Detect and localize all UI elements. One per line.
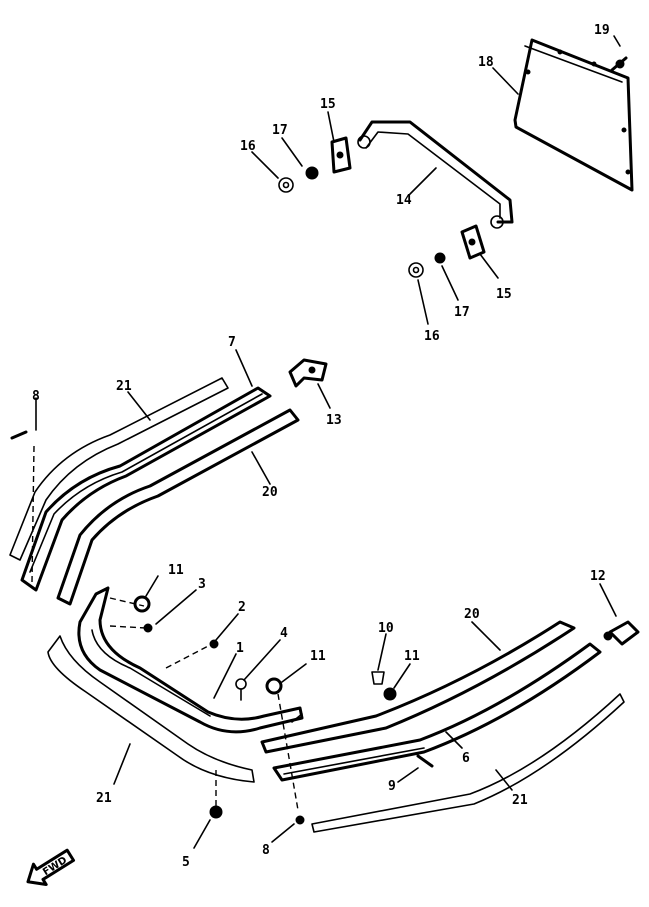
screw-9 [416,754,434,768]
label-2: 2 [238,600,246,615]
screw-19 [610,56,628,72]
label-1: 1 [236,641,244,656]
panel-18 [513,38,634,192]
label-16-top: 16 [240,139,256,154]
label-20-upper: 20 [262,485,278,500]
bolt-4 [235,678,247,701]
label-5: 5 [182,855,190,870]
label-3: 3 [198,577,206,592]
label-11-right: 11 [404,649,420,664]
label-8-lower: 8 [262,843,270,858]
bracket-13 [288,358,328,388]
screw-8-lower [295,815,305,825]
screw-8-upper [10,430,28,440]
clip-2 [209,639,219,649]
nut-5 [209,805,223,819]
forward-arrow: FWD [26,848,76,887]
bracket-15-top [330,136,352,174]
label-4: 4 [280,626,288,641]
trim-20-lower [260,620,576,754]
label-12: 12 [590,569,606,584]
label-9: 9 [388,779,396,794]
connector-11-center [265,677,283,695]
connector-11-right [383,687,397,701]
label-11-center: 11 [310,649,326,664]
front-rail-1 [77,586,304,734]
label-11-left: 11 [168,563,184,578]
rail-6 [272,642,602,782]
handle-14 [357,120,514,229]
label-7: 7 [228,335,236,350]
label-16-bottom: 16 [424,329,440,344]
label-13: 13 [326,413,342,428]
label-21-upper: 21 [116,379,132,394]
connector-11-left [133,595,151,613]
label-8-upper: 8 [32,389,40,404]
trim-21-lower [311,693,625,833]
label-21-lower: 21 [512,793,528,808]
label-14: 14 [396,193,412,208]
label-6: 6 [462,751,470,766]
rail-7 [20,386,272,592]
label-15-bottom: 15 [496,287,512,302]
nut-17-top [305,166,319,180]
label-19: 19 [594,23,610,38]
washer-16-bottom [408,262,424,278]
label-18: 18 [478,55,494,70]
clip-10 [371,671,385,685]
washer-16-top [278,177,294,193]
label-10: 10 [378,621,394,636]
trim-21-upper [9,377,229,561]
label-20-lower: 20 [464,607,480,622]
label-17-top: 17 [272,123,288,138]
label-17-bottom: 17 [454,305,470,320]
label-21-front: 21 [96,791,112,806]
trim-20-upper [56,408,300,606]
label-15-top: 15 [320,97,336,112]
trim-21-front [47,635,255,783]
bracket-15-bottom [460,224,486,260]
end-cap-12 [603,620,640,646]
nut-17-bottom [434,252,446,264]
